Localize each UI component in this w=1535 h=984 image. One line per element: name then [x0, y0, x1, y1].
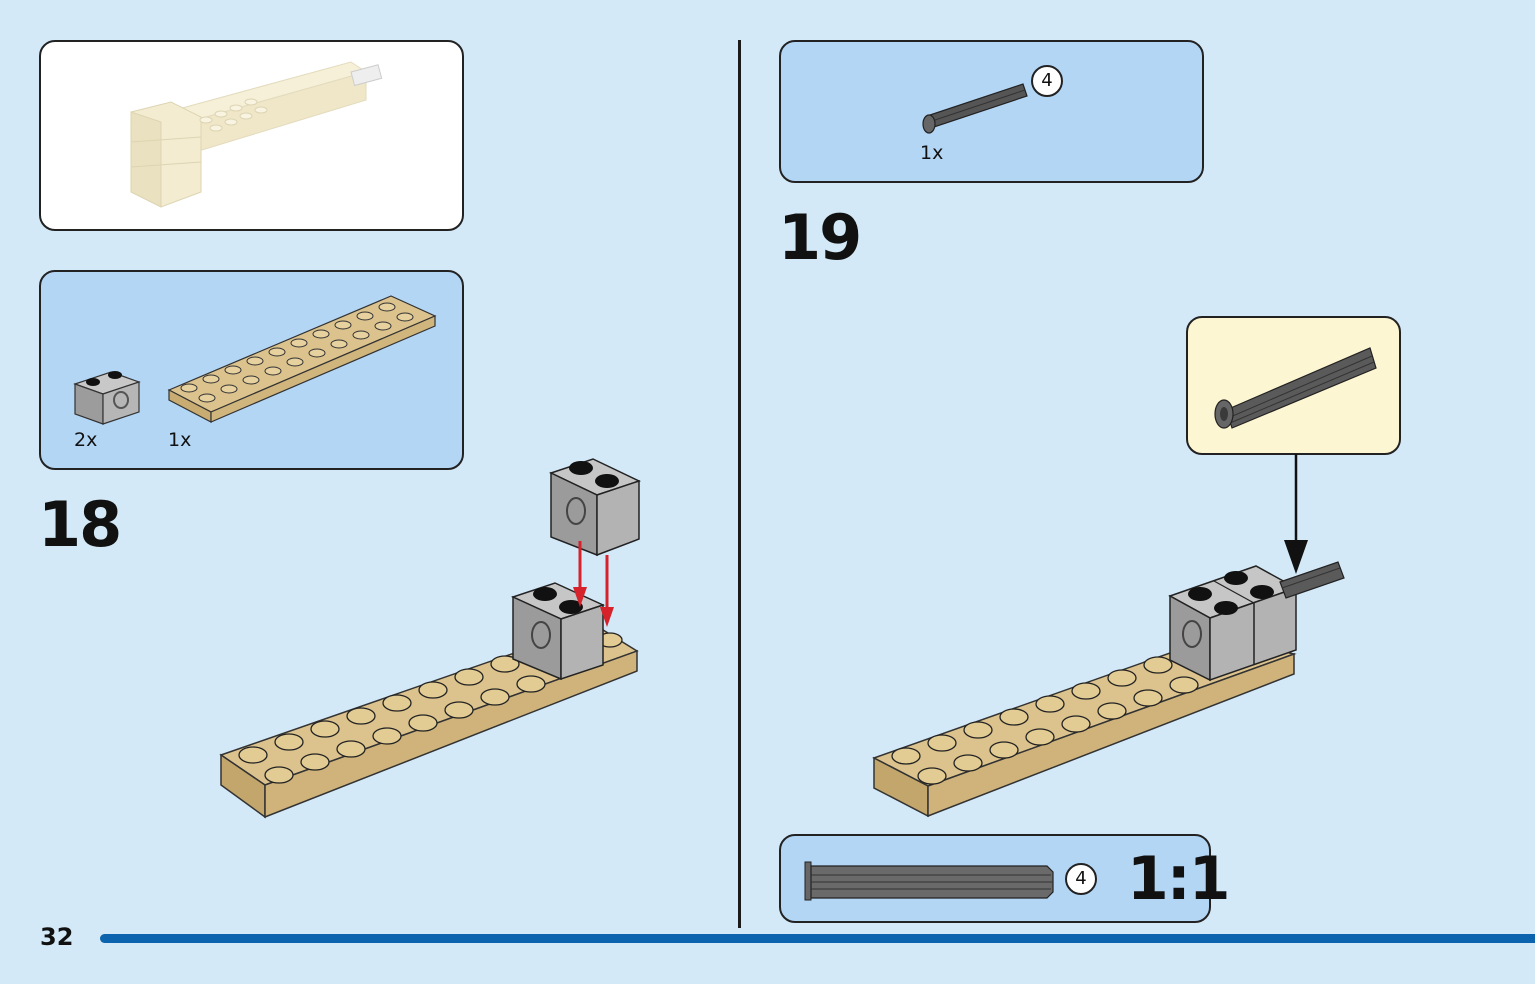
- step-19-parts-panel: 4 1x: [779, 40, 1204, 183]
- step-19-axle-length-circle: 4: [1031, 65, 1063, 97]
- step-18-number: 18: [38, 488, 122, 561]
- step-18-part-qty-plate: 1x: [168, 429, 192, 451]
- step-18-part-qty-brick: 2x: [74, 429, 98, 451]
- gray-technic-brick-icon: [73, 371, 141, 425]
- axle-detail-icon: [1214, 347, 1377, 429]
- step-19-scale-length-circle: 4: [1065, 863, 1097, 895]
- progress-bar: [100, 934, 1535, 943]
- page-divider: [738, 40, 741, 928]
- step-19-scale-panel: 4 1:1: [779, 834, 1230, 923]
- step-18-assembly-illustration: [219, 458, 641, 819]
- step-19-assembly-illustration: [872, 454, 1345, 818]
- axle-scale-icon: [804, 861, 1054, 901]
- step-19-scale-ratio: 1:1: [1127, 844, 1230, 914]
- step-19-part-qty-axle: 1x: [920, 142, 944, 164]
- step-19-callout-panel: [1186, 316, 1401, 455]
- dark-gray-axle-icon: [922, 83, 1028, 134]
- tan-plate-icon: [167, 295, 437, 423]
- page-number: 32: [40, 923, 74, 951]
- submodel-preview-illustration: [129, 61, 383, 208]
- step-19-number: 19: [778, 201, 862, 274]
- submodel-preview-panel: [39, 40, 464, 231]
- step-18-parts-panel: 2x 1x: [39, 270, 464, 470]
